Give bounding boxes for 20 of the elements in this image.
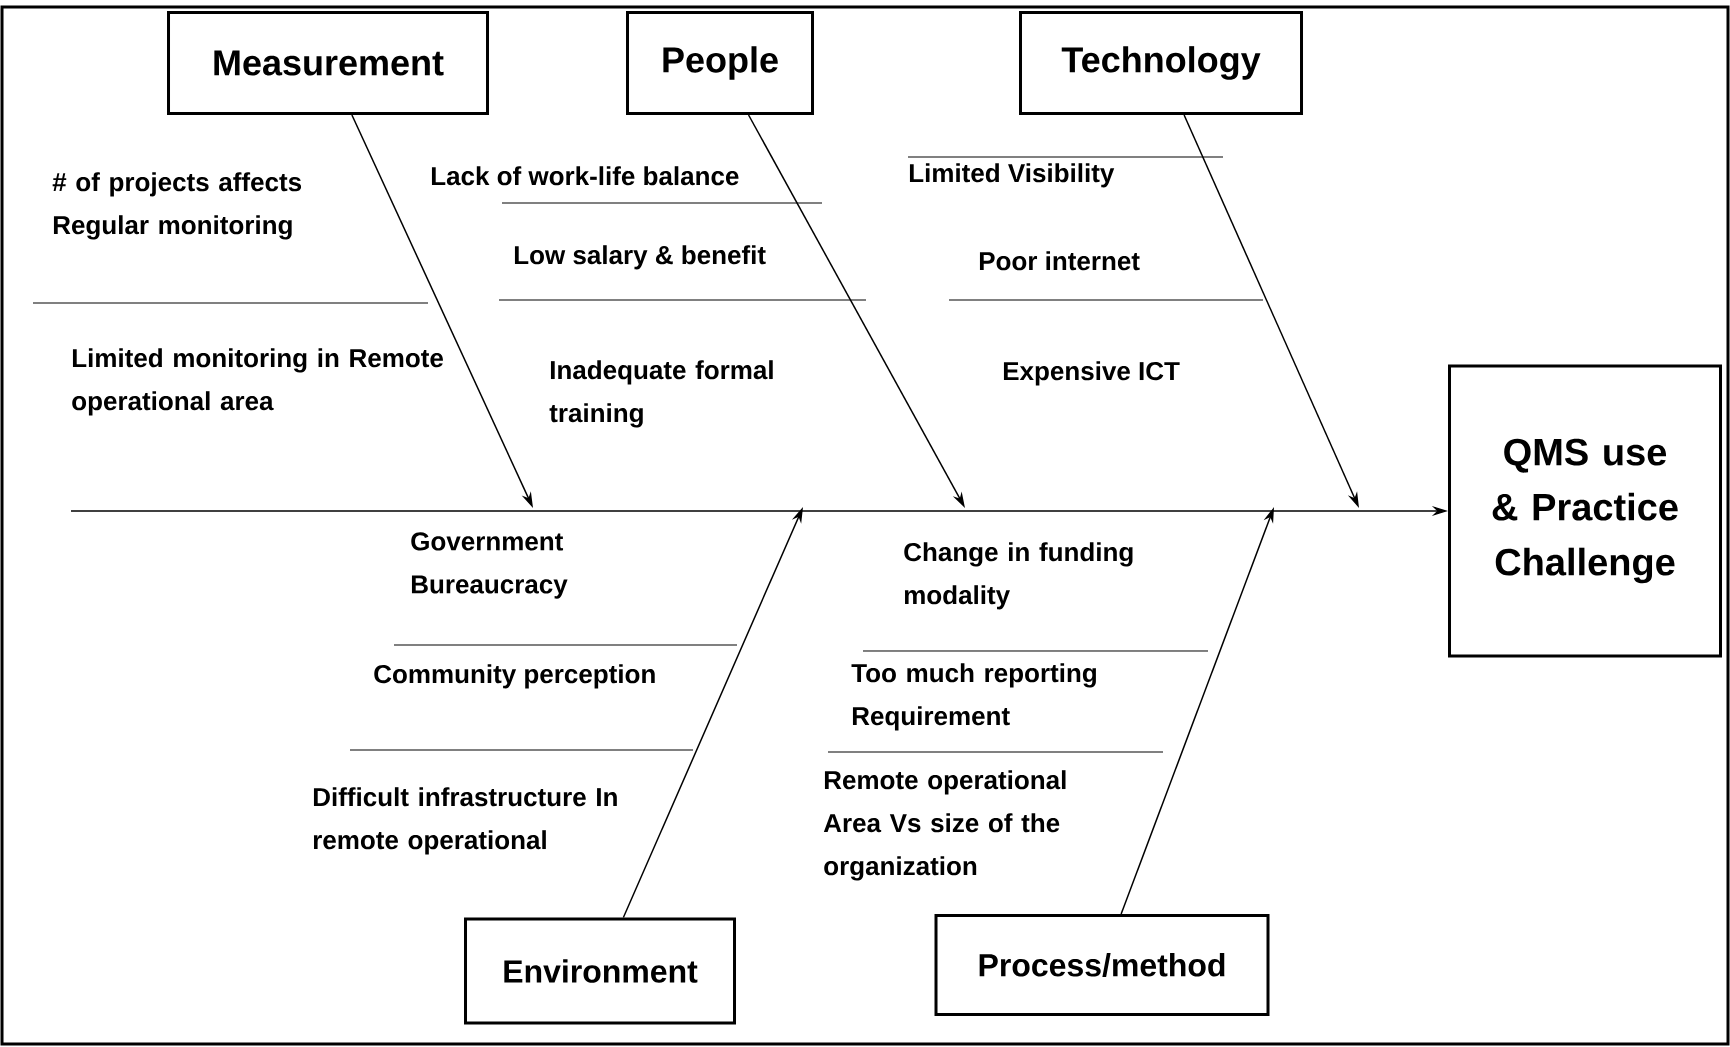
cause-label: Inadequate formal training [549, 360, 773, 428]
cause-label: Too much reporting Requirement [851, 663, 1096, 731]
cause-label: Community perception [374, 664, 655, 689]
cause-label: # of projects affects Regular monitoring [52, 172, 302, 240]
category-box: Process/method [934, 914, 1270, 1016]
effect-box: QMS use & Practice Challenge [1448, 364, 1722, 658]
category-box: Environment [464, 917, 736, 1025]
cause-label: Limited monitoring in Remote operational area [72, 348, 443, 416]
cause-label: Difficult infrastructure In remote operational [313, 787, 617, 855]
cause-label: Low salary & benefit [514, 245, 766, 270]
cause-label: Government Bureaucracy [411, 532, 568, 599]
cause-label: Limited Visibility [909, 163, 1115, 188]
category-box: People [626, 11, 814, 115]
cause-label: Expensive ICT [1003, 361, 1180, 386]
cause-label: Lack of work-life balance [431, 166, 739, 186]
category-box: Technology [1019, 11, 1303, 115]
cause-label: Remote operational Area Vs size of the organization [823, 770, 1066, 881]
category-box: Measurement [167, 11, 489, 115]
cause-label: Change in funding modality [904, 542, 1133, 610]
cause-label: Poor internet [979, 251, 1140, 271]
